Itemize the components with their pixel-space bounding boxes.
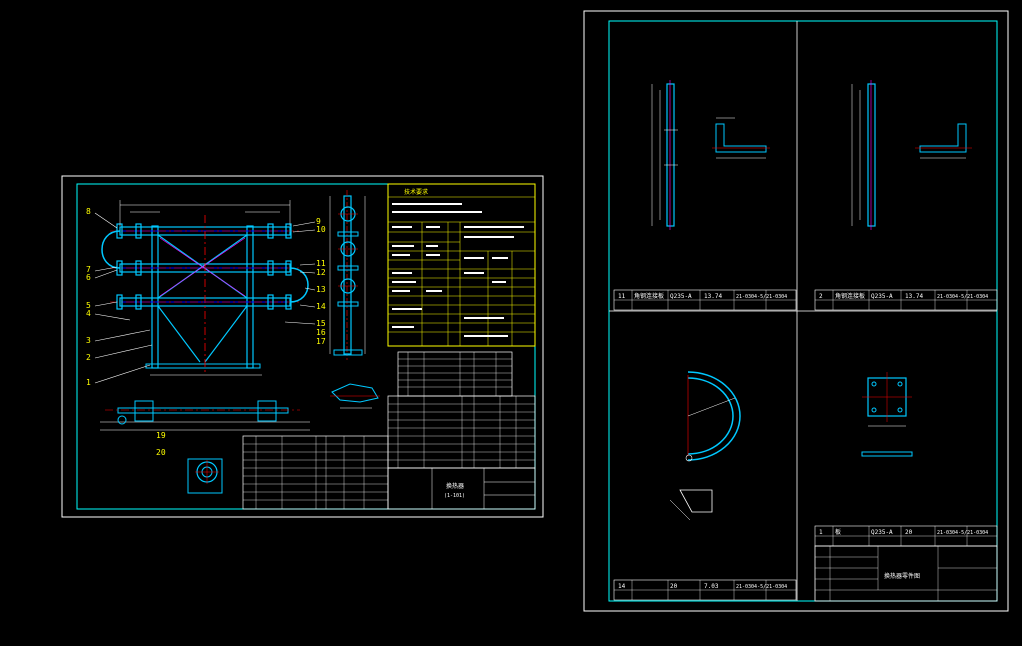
u-bend-left bbox=[101, 230, 121, 269]
plan-view bbox=[100, 400, 310, 431]
leader-lines-right bbox=[284, 221, 316, 325]
part-number-label: 19 bbox=[156, 431, 166, 440]
cell-qty: 20 bbox=[905, 529, 913, 536]
cell-code: 21-0304-5/21-0304 bbox=[937, 294, 988, 300]
cell-code: 21-0304-5/21-0304 bbox=[736, 584, 787, 590]
part-drawing-q3 bbox=[669, 371, 741, 521]
cell-table-q4: 1 板 Q235-A 20 21-0304-5/21-0304 bbox=[814, 525, 998, 547]
part-drawing-q4 bbox=[861, 372, 913, 457]
part-drawing-q2 bbox=[851, 80, 972, 230]
base-detail bbox=[187, 458, 223, 494]
part-number-label: 10 bbox=[316, 225, 326, 234]
leader-lines-left bbox=[94, 212, 153, 384]
part-number-label: 1 bbox=[86, 378, 91, 387]
notes-title: 技术要求 bbox=[404, 188, 428, 196]
part-number-label: 11 bbox=[316, 259, 326, 268]
part-number-label: 4 bbox=[86, 309, 91, 318]
part-number-label: 15 bbox=[316, 319, 326, 328]
cell-qty: 13.74 bbox=[704, 293, 722, 300]
cell-no: 11 bbox=[618, 293, 626, 300]
part-number-label: 13 bbox=[316, 285, 326, 294]
cell-table-q1: 11 角钢连接板 Q235-A 13.74 21-0304-5/21-0304 bbox=[613, 289, 797, 311]
part-drawing-q1 bbox=[651, 80, 770, 230]
right-sheet: 11 角钢连接板 Q235-A 13.74 21-0304-5/21-0304 … bbox=[583, 10, 1009, 612]
base-plate bbox=[145, 363, 261, 369]
part-number-label: 3 bbox=[86, 336, 91, 345]
cell-name: 角钢连接板 bbox=[835, 292, 865, 300]
part-number-label: 12 bbox=[316, 268, 326, 277]
cell-no: 2 bbox=[819, 293, 823, 300]
cell-qty: 13.74 bbox=[905, 293, 923, 300]
right-title-name: 换热器零件图 bbox=[884, 572, 920, 580]
left-sheet: 8 7 6 5 4 3 2 1 9 10 11 12 13 14 15 16 1… bbox=[61, 175, 544, 518]
flanges bbox=[116, 223, 292, 310]
part-number-label: 8 bbox=[86, 207, 91, 216]
brace-2-center bbox=[159, 237, 246, 297]
cell-code: 21-0304-5/21-0304 bbox=[937, 530, 988, 536]
technical-notes-table: 技术要求 bbox=[387, 183, 536, 347]
cell-material: Q235-A bbox=[871, 293, 893, 300]
cell-no: 14 bbox=[618, 583, 626, 590]
notes-text-marks bbox=[392, 203, 524, 337]
cell-name: 角钢连接板 bbox=[634, 292, 664, 300]
left-sheet-outer-frame bbox=[61, 175, 544, 518]
part-number-label: 5 bbox=[86, 301, 91, 310]
side-view bbox=[329, 190, 366, 360]
u-bend-right bbox=[289, 267, 309, 303]
assembly-parts-list bbox=[242, 435, 389, 510]
part-number-label: 2 bbox=[86, 353, 91, 362]
cell-code: 21-0304-5/21-0304 bbox=[736, 294, 787, 300]
right-sheet-outer-frame bbox=[583, 10, 1009, 612]
left-post bbox=[151, 225, 159, 369]
left-title-code: (1-101) bbox=[444, 493, 465, 499]
left-title-block: 换热器 (1-101) bbox=[387, 467, 536, 510]
weld-detail bbox=[330, 383, 380, 409]
parts-list-table bbox=[387, 351, 536, 469]
cell-no: 1 bbox=[819, 529, 823, 536]
part-number-label: 20 bbox=[156, 448, 166, 457]
main-assembly-view bbox=[94, 200, 316, 384]
cell-material: Q235-A bbox=[670, 293, 692, 300]
cell-qty: 7.03 bbox=[704, 583, 719, 590]
cell-table-q3: 14 20 7.03 21-0304-5/21-0304 bbox=[613, 579, 797, 601]
part-number-label: 7 bbox=[86, 265, 91, 274]
brace-4 bbox=[204, 305, 248, 363]
part-number-label: 6 bbox=[86, 273, 91, 282]
right-post bbox=[246, 225, 254, 369]
part-number-labels: 8 7 6 5 4 3 2 1 9 10 11 12 13 14 15 16 1… bbox=[86, 207, 326, 457]
part-number-label: 14 bbox=[316, 302, 326, 311]
part-number-label: 9 bbox=[316, 217, 321, 226]
brace-3 bbox=[157, 305, 201, 363]
right-title-block: 换热器零件图 bbox=[814, 545, 998, 602]
cell-material: 20 bbox=[670, 583, 678, 590]
part-number-label: 17 bbox=[316, 337, 326, 346]
cell-name: 板 bbox=[835, 528, 841, 536]
cell-table-q2: 2 角钢连接板 Q235-A 13.74 21-0304-5/21-0304 bbox=[814, 289, 998, 311]
cell-material: Q235-A bbox=[871, 529, 893, 536]
part-number-label: 16 bbox=[316, 328, 326, 337]
left-title-name: 换热器 bbox=[446, 482, 464, 490]
